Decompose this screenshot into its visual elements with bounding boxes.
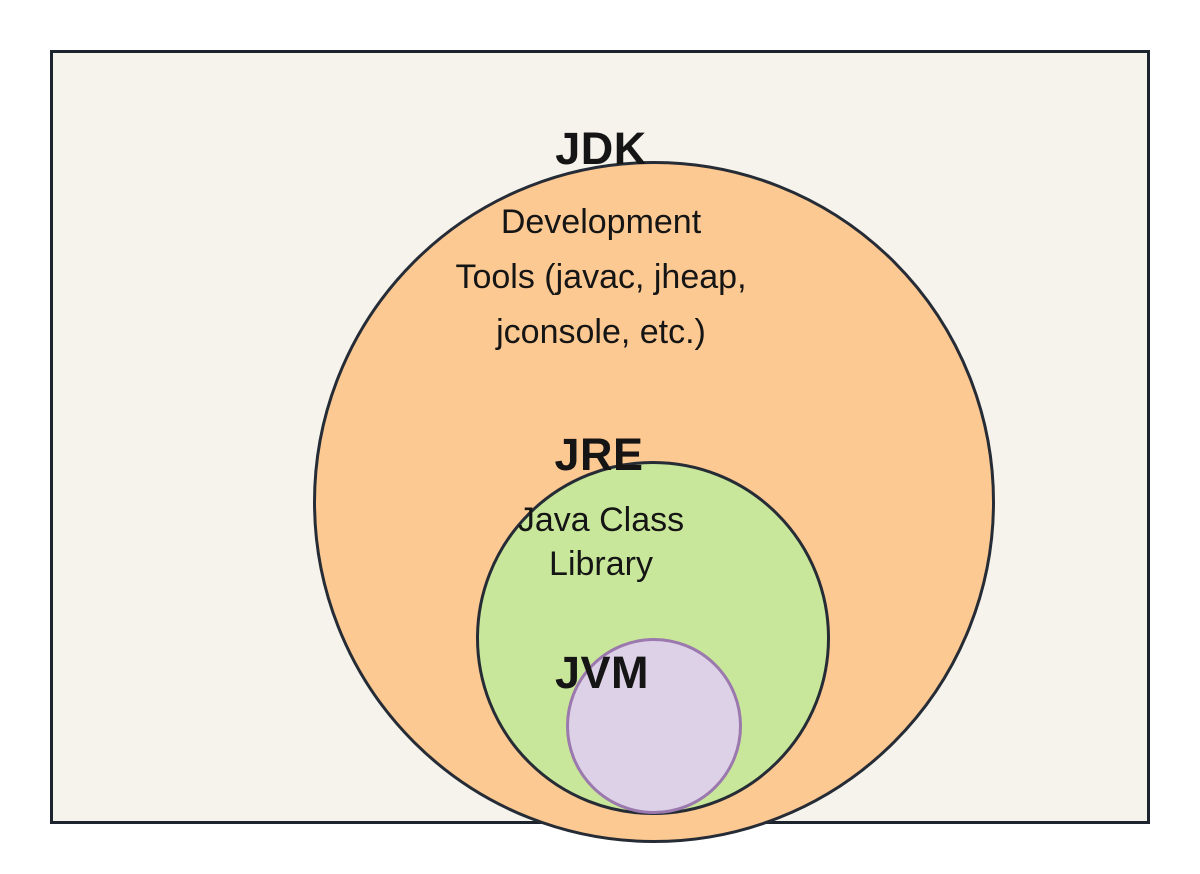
diagram-frame xyxy=(50,50,1150,843)
jdk-label: JDK xyxy=(555,123,647,174)
jre-description: Java Class Library xyxy=(518,498,684,586)
jre-description-line: Java Class xyxy=(517,501,685,539)
jre-label: JRE xyxy=(554,429,644,480)
jre-description-line: Library xyxy=(549,545,653,583)
jdk-description: Development Tools (javac, jheap, jconsol… xyxy=(455,195,746,360)
jdk-description-line: jconsole, etc.) xyxy=(496,313,706,351)
jvm-label: JVM xyxy=(554,647,650,698)
jdk-description-line: Development xyxy=(500,203,702,241)
jvm-circle xyxy=(566,638,742,814)
jdk-description-line: Tools (javac, jheap, xyxy=(455,258,747,296)
